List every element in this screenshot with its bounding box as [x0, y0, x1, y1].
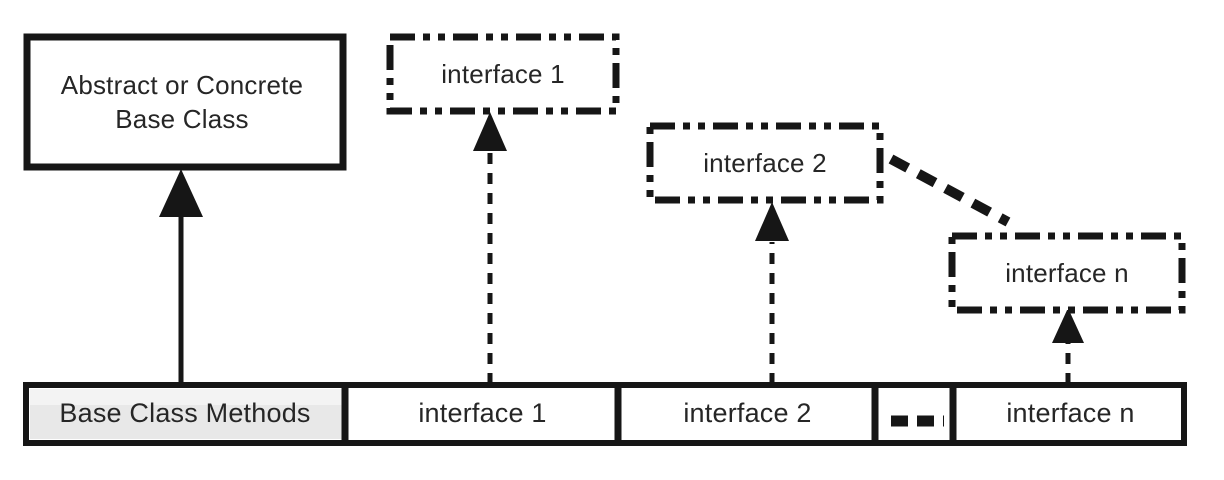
interface-2-label: interface 2	[648, 123, 882, 203]
interface-1-box	[386, 33, 620, 115]
bar-segment-interface-n: interface n	[956, 382, 1185, 445]
interface2-to-interfacen-connector	[888, 154, 1011, 227]
interface-2-box	[646, 122, 884, 204]
interface-n-label: interface n	[950, 233, 1184, 313]
base-class-methods-segment-highlight	[30, 389, 342, 405]
inheritance-arrowhead	[159, 169, 203, 217]
bar-segment-base-class-methods: Base Class Methods	[26, 382, 344, 445]
interface-n-arrowhead	[1052, 308, 1084, 343]
interface-n-box	[948, 232, 1186, 314]
bar-segment-interface-1-text: interface 1	[418, 397, 547, 428]
interface-2-arrowhead	[755, 202, 789, 241]
interface-2-label-text: interface 2	[703, 147, 827, 178]
bar-segment-base-class-methods-text: Base Class Methods	[59, 397, 311, 428]
bar-segment-interface-2-text: interface 2	[683, 397, 812, 428]
bar-segment-interface-n-text: interface n	[1006, 397, 1135, 428]
interface-1-label: interface 1	[388, 34, 618, 114]
interface-1-arrowhead	[473, 112, 507, 151]
bar-segment-interface-1: interface 1	[348, 382, 617, 445]
base-class-label: Abstract or Concrete Base Class	[34, 36, 330, 168]
base-class-label-text: Abstract or Concrete Base Class	[60, 69, 304, 134]
bar-segment-interface-2: interface 2	[621, 382, 874, 445]
interface-n-label-text: interface n	[1005, 257, 1129, 288]
base-class-box	[23, 33, 347, 171]
interface-1-label-text: interface 1	[441, 58, 565, 89]
